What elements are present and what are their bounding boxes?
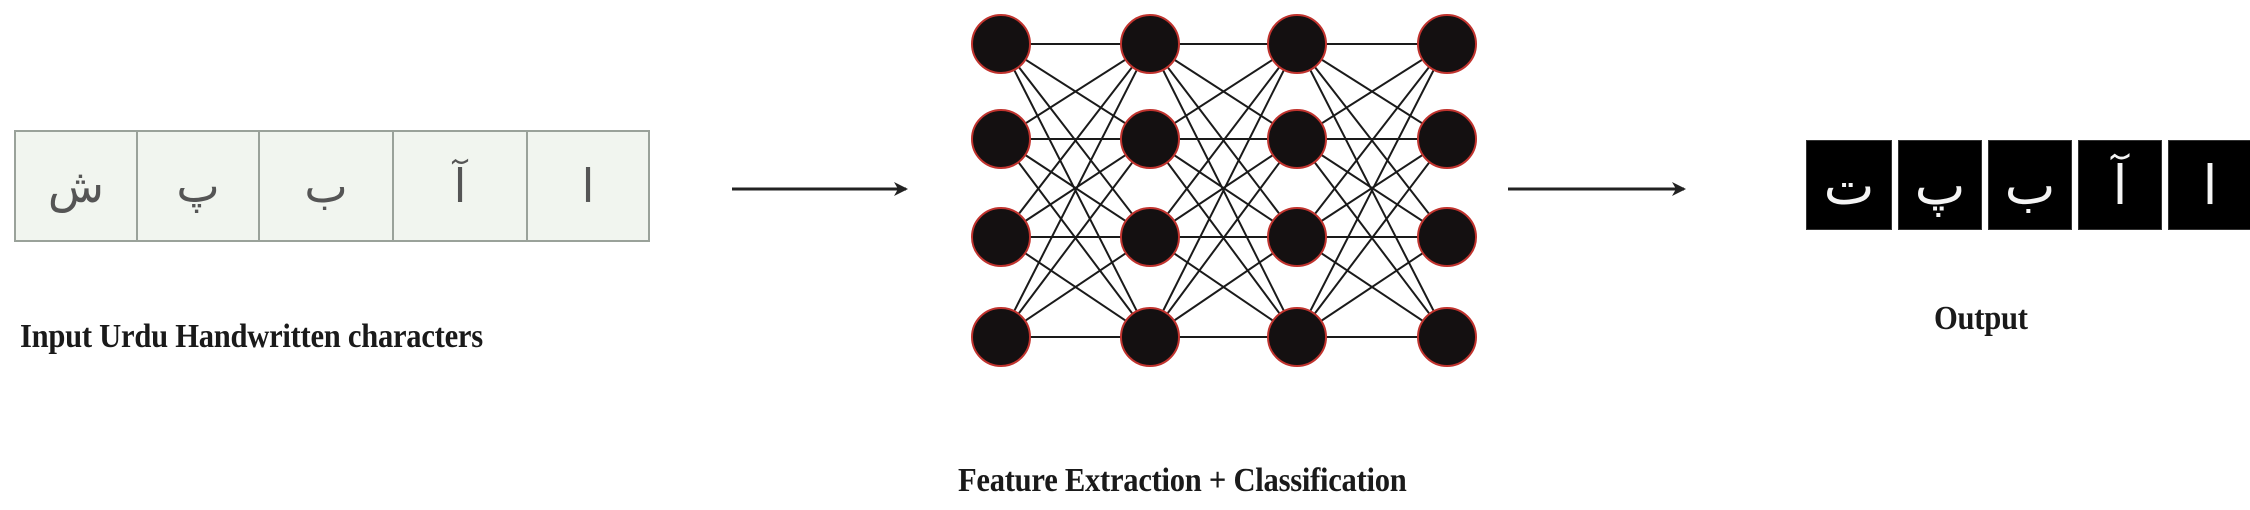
- network-node: [1267, 14, 1327, 74]
- network-edge: [1149, 138, 1298, 338]
- network-edge: [1296, 43, 1448, 238]
- output-char: ت: [1823, 153, 1875, 217]
- feature-extraction-caption: Feature Extraction + Classification: [958, 462, 1407, 499]
- network-node: [1417, 14, 1477, 74]
- network-edge: [1296, 138, 1448, 338]
- output-caption: Output: [1934, 300, 2028, 337]
- network-edge: [1149, 43, 1298, 238]
- input-char-cell: ش: [16, 132, 138, 240]
- input-char: ب: [304, 159, 348, 213]
- network-edges: [1000, 43, 1448, 338]
- input-char-cell: پ: [138, 132, 260, 240]
- network-node: [971, 109, 1031, 169]
- network-edge: [1149, 43, 1298, 338]
- output-char-tile: ت: [1806, 140, 1892, 230]
- network-node: [1267, 207, 1327, 267]
- network-node: [1417, 307, 1477, 367]
- network-node: [1267, 307, 1327, 367]
- output-char-tile: ا: [2168, 140, 2250, 230]
- network-node: [1417, 207, 1477, 267]
- network-edge: [1296, 43, 1448, 338]
- input-char: ش: [47, 159, 105, 213]
- input-char: آ: [453, 159, 467, 213]
- network-edge: [1296, 236, 1448, 338]
- output-char: آ: [2112, 153, 2128, 217]
- network-node: [1120, 207, 1180, 267]
- network-node: [1120, 307, 1180, 367]
- network-node: [1120, 109, 1180, 169]
- network-node: [1417, 109, 1477, 169]
- output-character-strip: ت پ ب آ ا: [1806, 140, 2250, 230]
- output-char-tile: پ: [1898, 140, 1982, 230]
- network-edge: [1000, 43, 1151, 338]
- output-char-tile: ب: [1988, 140, 2072, 230]
- input-char: ا: [581, 159, 595, 213]
- output-char: ب: [2004, 153, 2056, 217]
- input-char-cell: آ: [394, 132, 528, 240]
- output-char: پ: [1914, 153, 1966, 217]
- input-character-strip: ش پ ب آ ا: [14, 130, 650, 242]
- input-char-cell: ب: [260, 132, 394, 240]
- network-node: [971, 14, 1031, 74]
- output-char: ا: [2202, 153, 2218, 217]
- network-nodes: [971, 14, 1477, 367]
- network-node: [1120, 14, 1180, 74]
- input-caption: Input Urdu Handwritten characters: [20, 318, 483, 355]
- network-node: [971, 307, 1031, 367]
- network-edge: [1000, 43, 1151, 238]
- input-char-cell: ا: [528, 132, 648, 240]
- network-node: [1267, 109, 1327, 169]
- network-node: [971, 207, 1031, 267]
- input-char: پ: [176, 159, 220, 213]
- output-char-tile: آ: [2078, 140, 2162, 230]
- network-edge: [1000, 138, 1151, 338]
